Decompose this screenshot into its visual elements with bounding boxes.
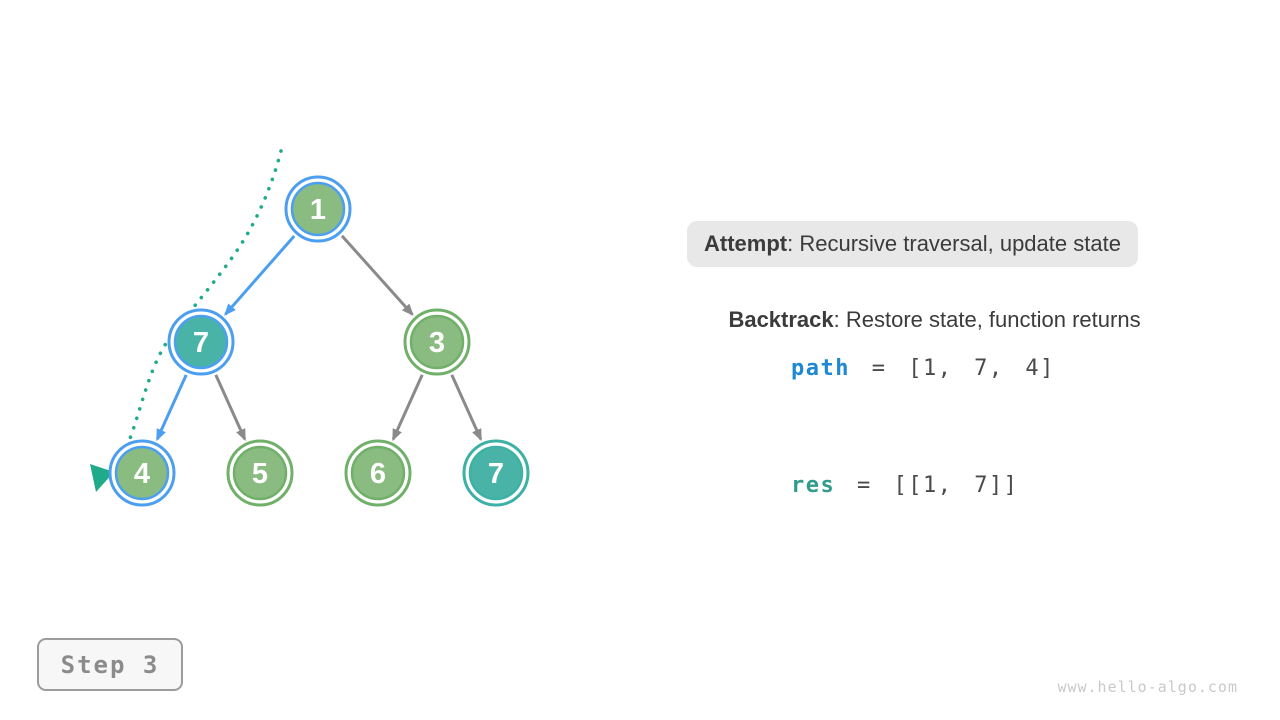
backtrack-line: Backtrack: Restore state, function retur… — [704, 281, 1141, 359]
backtrack-text: : Restore state, function returns — [833, 307, 1141, 332]
res-value: = [[1, 7]] — [835, 473, 1019, 498]
node-label: 5 — [252, 458, 268, 490]
trace-arrowhead-icon — [90, 464, 114, 492]
node-circle — [173, 314, 229, 370]
node-circle — [350, 445, 406, 501]
tree-node-n7r: 7 — [462, 439, 530, 507]
tree-node-n6: 6 — [344, 439, 412, 507]
node-label: 7 — [193, 327, 209, 359]
tree-edge-n1-n7l — [224, 235, 296, 316]
node-label: 3 — [429, 327, 445, 359]
node-circle — [468, 445, 524, 501]
node-label: 1 — [310, 194, 326, 226]
node-circle — [114, 445, 170, 501]
tree-node-n7l: 7 — [167, 308, 235, 376]
path-value: = [1, 7, 4] — [849, 356, 1055, 381]
tree-node-n4: 4 — [108, 439, 176, 507]
tree-edge-n7l-n5 — [214, 374, 247, 442]
attempt-chip: Attempt: Recursive traversal, update sta… — [687, 221, 1138, 267]
attempt-text: : Recursive traversal, update state — [787, 231, 1121, 256]
backtrack-label: Backtrack — [728, 307, 834, 332]
attempt-label: Attempt — [704, 231, 788, 256]
node-circle — [409, 314, 465, 370]
node-label: 4 — [134, 458, 150, 490]
node-circle — [290, 181, 346, 237]
node-label: 7 — [488, 458, 504, 490]
tree-edge-n3-n7r — [450, 374, 483, 442]
node-circle — [232, 445, 288, 501]
res-variable: res — [790, 473, 836, 498]
binary-tree-diagram: 1 7 3 4 5 6 7 — [90, 149, 530, 507]
tree-edge-n7l-n4 — [155, 374, 188, 442]
tree-node-n5: 5 — [226, 439, 294, 507]
tree-edge-n3-n6 — [391, 374, 424, 442]
watermark: www.hello-algo.com — [1057, 678, 1238, 696]
step-badge: Step 3 — [37, 638, 183, 691]
path-variable: path — [790, 356, 850, 381]
res-state-line: res = [[1, 7]] — [704, 448, 1018, 523]
tree-node-n1: 1 — [284, 175, 352, 243]
path-state-line: path = [1, 7, 4] — [704, 331, 1055, 406]
node-label: 6 — [370, 458, 386, 490]
tree-node-n3: 3 — [403, 308, 471, 376]
tree-edge-n1-n3 — [340, 234, 414, 316]
